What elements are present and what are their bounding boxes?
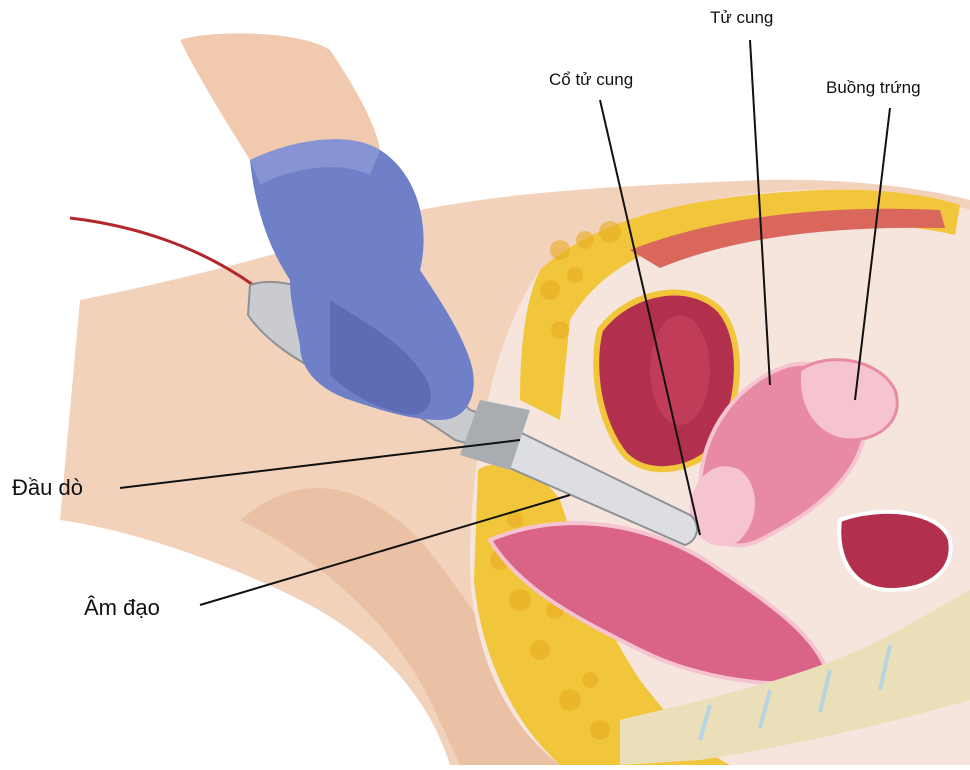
label-probe: Đầu dò <box>12 475 83 501</box>
label-vagina: Âm đạo <box>84 595 160 621</box>
label-ovary: Buồng trứng <box>826 78 921 98</box>
label-cervix: Cổ tử cung <box>549 70 633 90</box>
bowel-loop <box>839 512 950 590</box>
label-uterus: Tử cung <box>710 8 773 28</box>
